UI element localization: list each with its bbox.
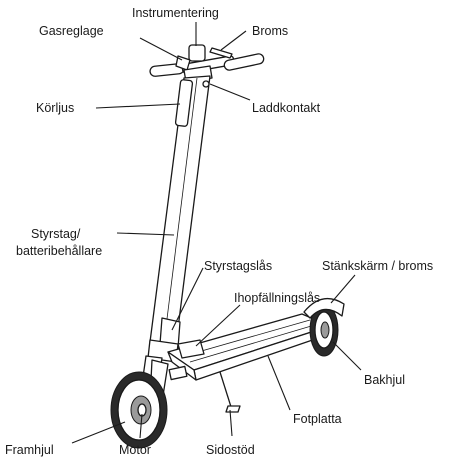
label-instruments: Instrumentering (132, 6, 219, 20)
label-headlight: Körljus (36, 101, 74, 115)
label-charge-port: Laddkontakt (252, 101, 321, 115)
label-front-wheel: Framhjul (5, 443, 54, 457)
kickstand-drawing (220, 372, 240, 412)
label-stem-lock: Styrstagslås (204, 259, 272, 273)
label-stem-line1: Styrstag/ (31, 227, 81, 241)
label-fender-brake: Stänkskärm / broms (322, 259, 433, 273)
label-rear-wheel: Bakhjul (364, 373, 405, 387)
label-fold-lock: Ihopfällningslås (234, 291, 320, 305)
label-kickstand: Sidostöd (206, 443, 255, 457)
label-motor: Motor (119, 443, 151, 457)
leader-lines (72, 22, 361, 443)
deck (168, 314, 330, 380)
stem (150, 76, 210, 344)
label-throttle: Gasreglage (39, 24, 104, 38)
label-brake: Broms (252, 24, 288, 38)
label-stem-line2: batteribehållare (16, 244, 102, 258)
labels: Gasreglage Instrumentering Broms Körljus… (5, 6, 433, 457)
front-wheel (111, 372, 167, 448)
label-footplate: Fotplatta (293, 412, 342, 426)
